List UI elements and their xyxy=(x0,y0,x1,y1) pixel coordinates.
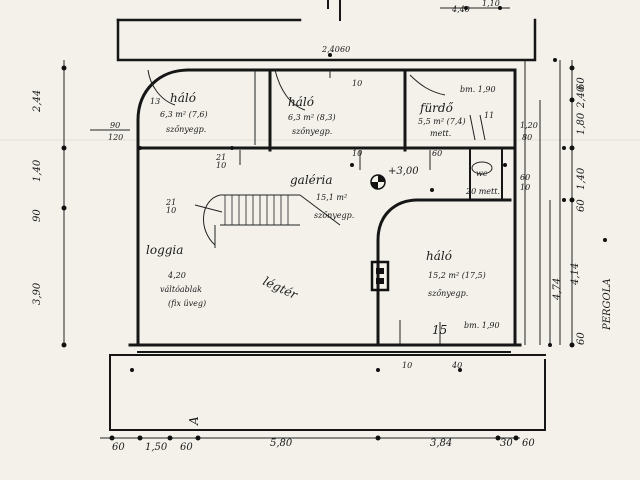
dim-misc-6: 10 xyxy=(166,206,176,215)
dim-right-1: 2,40 xyxy=(576,85,587,109)
window-note: 4,20 váltóablak (fix üveg) xyxy=(160,271,206,308)
dim-top-1: 4,40 xyxy=(451,5,470,14)
room-name: háló xyxy=(426,249,452,263)
dimension-ticks xyxy=(61,6,607,441)
dim-bottom-7: 60 xyxy=(522,438,535,449)
room-area: 6,3 m² (8,3) xyxy=(288,113,336,122)
room-legter: légtér xyxy=(261,274,301,303)
dim-misc-5: 21 xyxy=(165,198,176,207)
room-height: bm. 1,90 xyxy=(464,321,500,330)
mark-ten: 10 xyxy=(352,79,362,88)
room-floor: szőnyegp. xyxy=(314,211,354,220)
stair-number: 15 xyxy=(432,323,447,337)
dim-misc-16: 10 xyxy=(520,183,530,192)
dim-bottom-4: 5,80 xyxy=(270,438,293,449)
room-floor: szőnyegp. xyxy=(166,125,206,134)
dim-misc-4: 10 xyxy=(216,161,226,170)
dim-left-4: 3,90 xyxy=(32,282,43,305)
room-halo-2: háló 6,3 m² (8,3) szőnyegp. xyxy=(288,95,336,136)
dim-bottom-1: 60 xyxy=(112,442,125,453)
dim-right-6: 4,74 xyxy=(552,278,563,301)
window-type: váltóablak xyxy=(160,285,202,294)
room-name: galéria xyxy=(290,173,333,187)
room-floor: szőnyegp. xyxy=(428,289,468,298)
dim-misc-8: 60 xyxy=(340,45,350,54)
dims-misc: 90 120 21 10 21 10 2,40 60 1,20 80 10 60… xyxy=(108,45,538,370)
room-area: 15,2 m² (17,5) xyxy=(428,271,486,280)
walls xyxy=(109,0,546,431)
room-name: háló xyxy=(170,91,196,105)
dim-top-2: 1,10 xyxy=(482,0,500,8)
room-area: 5,5 m² (7,4) xyxy=(418,117,466,126)
dims-right: 2,40 1,80 60 1,40 60 4,74 4,14 60 xyxy=(552,77,587,345)
dim-misc-13: 40 xyxy=(451,361,462,370)
dim-bottom-2: 1,50 xyxy=(145,442,168,453)
room-halo-3: háló 15,2 m² (17,5) szőnyegp. bm. 1,90 1… xyxy=(426,249,500,337)
dim-misc-7: 2,40 xyxy=(321,45,340,54)
dim-misc-15: 60 xyxy=(520,173,530,182)
dims-bottom: 60 1,50 60 5,80 3,84 30 60 xyxy=(112,438,535,453)
dim-right-8: 60 xyxy=(576,332,587,345)
room-name: fürdő xyxy=(419,101,454,115)
dim-left-3: 90 xyxy=(32,209,43,222)
dim-misc-2: 120 xyxy=(108,133,123,142)
room-area: 15,1 m² xyxy=(316,193,347,202)
dim-bottom-6: 30 xyxy=(500,438,513,449)
level-label: +3,00 xyxy=(388,166,419,177)
dim-right-4: 1,40 xyxy=(576,167,587,190)
room-name: háló xyxy=(288,95,314,109)
room-floor: szőnyegp. xyxy=(292,127,332,136)
dim-bottom-5: 3,84 xyxy=(430,438,452,449)
window-width: 4,20 xyxy=(167,271,186,280)
stairs xyxy=(194,194,341,248)
wc-note: 20 mett. xyxy=(465,187,500,196)
window-glass: (fix üveg) xyxy=(168,299,206,308)
room-galeria: galéria 15,1 m² szőnyegp. xyxy=(290,173,354,220)
level-marker xyxy=(370,174,386,190)
room-furdo: fürdő 5,5 m² (7,4) mett. bm. 1,90 11 xyxy=(418,85,496,138)
door-arcs xyxy=(147,69,486,345)
wc-label: wc xyxy=(476,169,488,178)
section-marker: A xyxy=(187,416,201,426)
chimney xyxy=(370,260,390,292)
room-height: bm. 1,90 xyxy=(460,85,496,94)
dim-right-7: 4,14 xyxy=(570,263,581,286)
room-area: 6,3 m² (7,6) xyxy=(160,110,208,119)
dim-left-2: 1,40 xyxy=(32,159,43,182)
dim-misc-14: 10 xyxy=(402,361,412,370)
dim-bottom-3: 60 xyxy=(180,442,193,453)
dim-right-3: 60 xyxy=(576,77,587,90)
dim-right-5: 60 xyxy=(576,199,587,212)
room-halo-1: háló 6,3 m² (7,6) szőnyegp. 13 xyxy=(150,91,208,134)
dim-misc-11: 10 xyxy=(352,149,362,158)
room-floor: mett. xyxy=(430,129,451,138)
pergola-label: PERGOLA xyxy=(602,278,613,331)
dims-left: 2,44 1,40 90 3,90 xyxy=(32,90,43,305)
dim-misc-3: 21 xyxy=(215,153,226,162)
room-number: 11 xyxy=(484,111,494,120)
dim-left-1: 2,44 xyxy=(32,90,43,113)
dim-right-2: 1,80 xyxy=(576,112,587,135)
room-loggia: loggia xyxy=(146,243,183,257)
dim-misc-1: 90 xyxy=(110,121,120,130)
dimension-lines xyxy=(63,7,573,439)
dim-misc-10: 80 xyxy=(522,133,532,142)
dim-misc-9: 1,20 xyxy=(520,121,538,130)
room-number: 13 xyxy=(150,97,160,106)
wc-fixture xyxy=(471,161,493,175)
dims-top: 4,40 1,10 xyxy=(451,0,500,14)
dim-misc-12: 60 xyxy=(432,149,442,158)
